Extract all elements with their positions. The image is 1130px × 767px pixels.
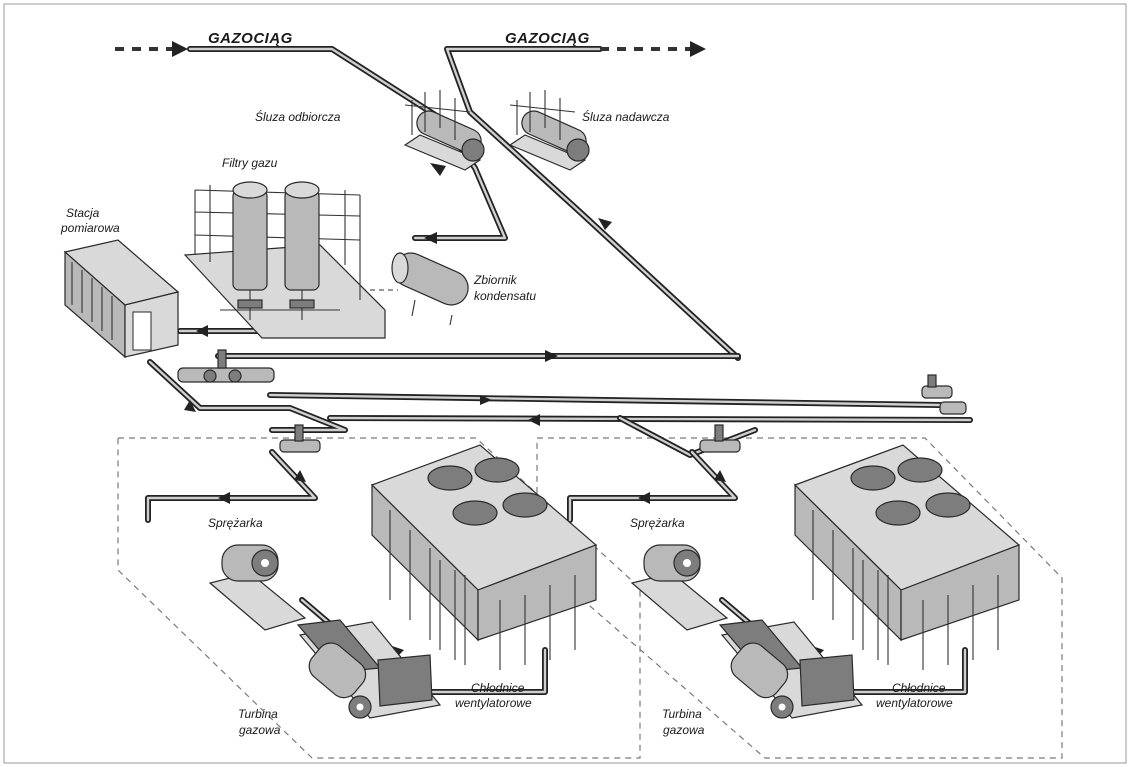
compressor-left (208, 544, 307, 631)
gas-turbine-right (718, 619, 864, 719)
label-metering-station-line2: pomiarowa (60, 221, 120, 235)
label-metering-station-line1: Stacja (66, 206, 100, 220)
valve-manifold-main (177, 349, 275, 383)
compressor-unit-area-right (536, 437, 1063, 759)
label-turbine-right-line1: Turbina (662, 707, 702, 721)
metering-station-building (63, 239, 180, 359)
gas-pipeline-out-arrowhead (690, 41, 706, 57)
label-gas-pipeline-in: GAZOCIĄG (208, 30, 293, 47)
label-gas-filters: Filtry gazu (222, 156, 278, 170)
condensate-tank (391, 252, 469, 326)
fan-coolers-right (793, 444, 1021, 670)
sending-lock (508, 90, 590, 171)
label-condensate-tank-line2: kondensatu (474, 289, 536, 303)
valve-left-unit (279, 424, 321, 453)
label-receiving-lock: Śluza odbiorcza (255, 109, 341, 124)
label-condensate-tank-line1: Zbiornik (473, 273, 518, 287)
gas-filters (183, 181, 386, 339)
valve-manifold-outlet (921, 374, 967, 415)
label-sending-lock: Śluza nadawcza (582, 109, 670, 124)
label-compressor-left: Sprężarka (208, 516, 263, 530)
diagram-border (3, 3, 1127, 764)
compressor-unit-area-left (117, 437, 641, 759)
label-turbine-right-line2: gazowa (663, 723, 705, 737)
label-coolers-left-line1: Chłodnice (471, 681, 525, 695)
label-coolers-left-line2: wentylatorowe (455, 696, 532, 710)
fan-coolers-left (370, 444, 598, 670)
label-compressor-right: Sprężarka (630, 516, 685, 530)
valve-right-unit (699, 424, 741, 453)
label-turbine-left-line2: gazowa (239, 723, 281, 737)
label-coolers-right-line2: wentylatorowe (876, 696, 953, 710)
label-gas-pipeline-out: GAZOCIĄG (505, 30, 590, 47)
gas-pipeline-in-arrowhead (172, 41, 188, 57)
gas-turbine-left (296, 619, 442, 719)
label-coolers-right-line1: Chłodnice (892, 681, 946, 695)
receiving-lock (403, 90, 485, 171)
label-turbine-left-line1: Turbina (238, 707, 278, 721)
compressor-right (630, 544, 729, 631)
